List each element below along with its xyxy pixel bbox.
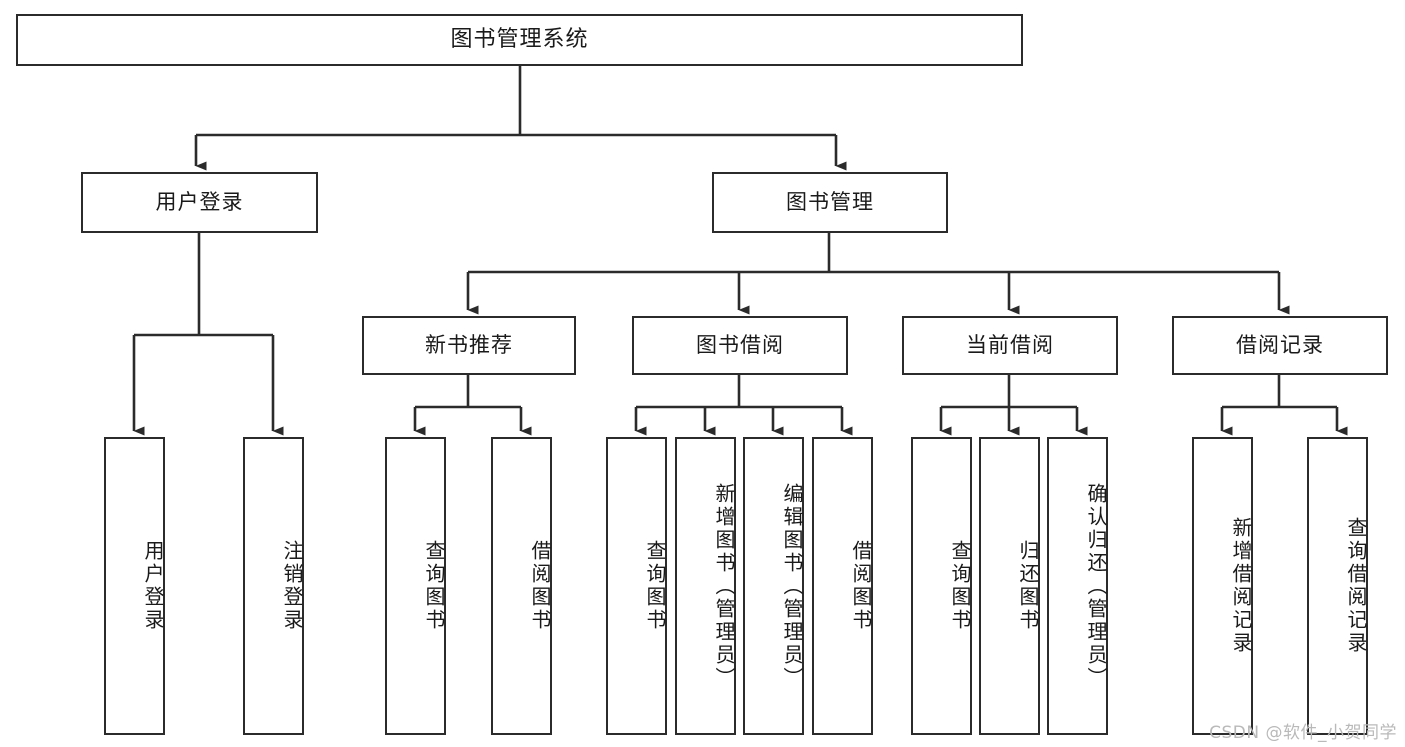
leaf-record-query[interactable]: 查询借阅记录 [1307,437,1368,735]
node-label: 新增图书（管理员） [712,482,736,690]
leaf-current-confirm-return[interactable]: 确认归还（管理员） [1047,437,1108,735]
leaf-current-return[interactable]: 归还图书 [979,437,1040,735]
node-root-system[interactable]: 图书管理系统 [16,14,1023,66]
leaf-borrow-edit-book[interactable]: 编辑图书（管理员） [743,437,804,735]
watermark-text: CSDN @软件_小贺同学 [1209,723,1397,743]
leaf-new-book-query[interactable]: 查询图书 [385,437,446,735]
node-label: 当前借阅 [966,332,1054,357]
leaf-borrow-add-book[interactable]: 新增图书（管理员） [675,437,736,735]
node-new-book-recommend[interactable]: 新书推荐 [362,316,576,375]
node-label: 借阅图书 [528,540,552,632]
node-book-borrow[interactable]: 图书借阅 [632,316,848,375]
leaf-record-add[interactable]: 新增借阅记录 [1192,437,1253,735]
leaf-borrow-borrow-book[interactable]: 借阅图书 [812,437,873,735]
node-label: 注销登录 [280,540,304,632]
node-label: 用户登录 [141,540,165,632]
node-label: 查询图书 [643,540,667,632]
node-label: 新书推荐 [425,332,513,357]
node-label: 借阅图书 [849,540,873,632]
node-label: 归还图书 [1016,540,1040,632]
node-current-borrow[interactable]: 当前借阅 [902,316,1118,375]
leaf-user-login-signin[interactable]: 用户登录 [104,437,165,735]
node-label: 查询图书 [422,540,446,632]
leaf-current-query[interactable]: 查询图书 [911,437,972,735]
node-label: 查询借阅记录 [1344,517,1368,655]
node-borrow-record[interactable]: 借阅记录 [1172,316,1388,375]
node-label: 编辑图书（管理员） [780,482,804,690]
node-user-login[interactable]: 用户登录 [81,172,318,233]
node-book-management[interactable]: 图书管理 [712,172,948,233]
node-label: 用户登录 [155,189,244,214]
node-label: 借阅记录 [1236,332,1324,357]
leaf-new-book-borrow[interactable]: 借阅图书 [491,437,552,735]
node-label: 新增借阅记录 [1229,517,1253,655]
leaf-user-login-signout[interactable]: 注销登录 [243,437,304,735]
leaf-borrow-query[interactable]: 查询图书 [606,437,667,735]
node-label: 确认归还（管理员） [1084,482,1108,690]
node-label: 图书借阅 [696,332,784,357]
node-label: 查询图书 [948,540,972,632]
node-label: 图书管理系统 [450,26,589,52]
node-label: 图书管理 [786,189,874,214]
